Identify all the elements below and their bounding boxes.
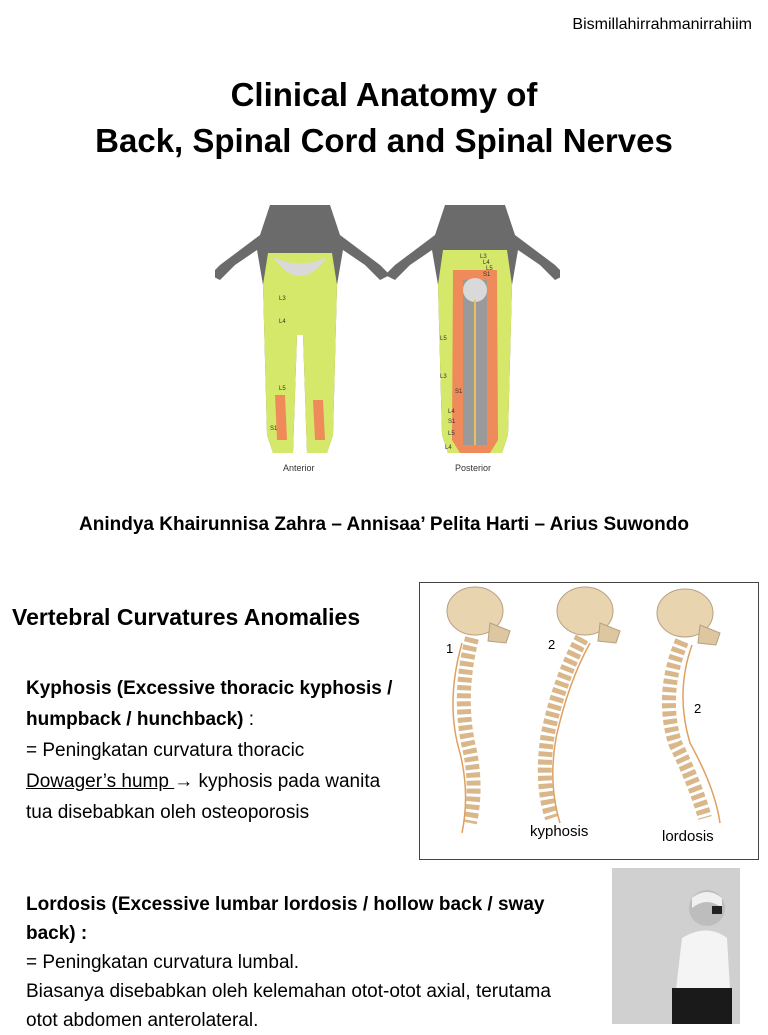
posterior-level: L3: [440, 374, 447, 380]
anterior-level: L4: [279, 319, 286, 325]
skull-icon: [446, 586, 511, 644]
kyphosis-title: Kyphosis (Excessive thoracic kyphosis / …: [26, 678, 393, 730]
posterior-level: L5: [486, 266, 493, 272]
page-title: Clinical Anatomy of Back, Spinal Cord an…: [0, 72, 768, 164]
lordosis-block: Lordosis (Excessive lumbar lordosis / ho…: [26, 890, 586, 1035]
lordosis-label: lordosis: [662, 828, 714, 845]
curve-number: 1: [446, 641, 453, 656]
posterior-level: L4: [483, 260, 490, 266]
kyphosis-line1: = Peningkatan curvatura thoracic: [26, 740, 305, 761]
skull-icon: [556, 586, 621, 644]
spine-curvature-figure: 1 2 2 kyphosis lordosis: [419, 582, 759, 860]
posterior-level: L3: [480, 254, 487, 260]
section-heading: Vertebral Curvatures Anomalies: [12, 604, 361, 630]
lordosis-line2: Biasanya disebabkan oleh kelemahan otot-…: [26, 981, 551, 1031]
anterior-body: [215, 205, 390, 453]
posterior-level: L4: [448, 409, 455, 415]
title-line-1: Clinical Anatomy of: [230, 76, 538, 113]
skull-icon: [656, 588, 721, 646]
posterior-level: S1: [448, 419, 456, 425]
posterior-level: L5: [448, 431, 455, 437]
kyphosis-label: kyphosis: [530, 823, 588, 840]
title-line-2: Back, Spinal Cord and Spinal Nerves: [95, 122, 673, 159]
authors: Anindya Khairunnisa Zahra – Annisaa’ Pel…: [79, 514, 689, 535]
kyphosis-block: Kyphosis (Excessive thoracic kyphosis / …: [26, 673, 411, 828]
curve-number: 2: [694, 701, 701, 716]
anterior-label: Anterior: [283, 463, 315, 473]
dowager-hump: Dowager’s hump: [26, 771, 175, 792]
posterior-level: L4: [445, 445, 452, 451]
lordosis-line1: = Peningkatan curvatura lumbal.: [26, 952, 300, 973]
posterior-level: S1: [483, 272, 491, 278]
kyphosis-title-suffix: :: [243, 709, 255, 730]
curve-number: 2: [548, 637, 555, 652]
anterior-level: S1: [270, 426, 278, 432]
posterior-label: Posterior: [455, 463, 491, 473]
anterior-level: L5: [279, 386, 286, 392]
anterior-level: L3: [279, 296, 286, 302]
lordosis-title: Lordosis (Excessive lumbar lordosis / ho…: [26, 894, 545, 944]
header-bismillah: Bismillahirrahmanirrahiim: [572, 16, 752, 33]
dermatome-figure: L3 L4 L5 S1 L3 L4 L5 S1 L5 L3 S1 L4 S1 L…: [215, 205, 560, 473]
posterior-level: S1: [455, 389, 463, 395]
lordosis-photo: [612, 868, 740, 1024]
posterior-body: [385, 205, 560, 453]
kyphosis-arrow-text: → kyphosis pada wanita tua disebabkan ol…: [26, 771, 381, 823]
posterior-level: L5: [440, 336, 447, 342]
